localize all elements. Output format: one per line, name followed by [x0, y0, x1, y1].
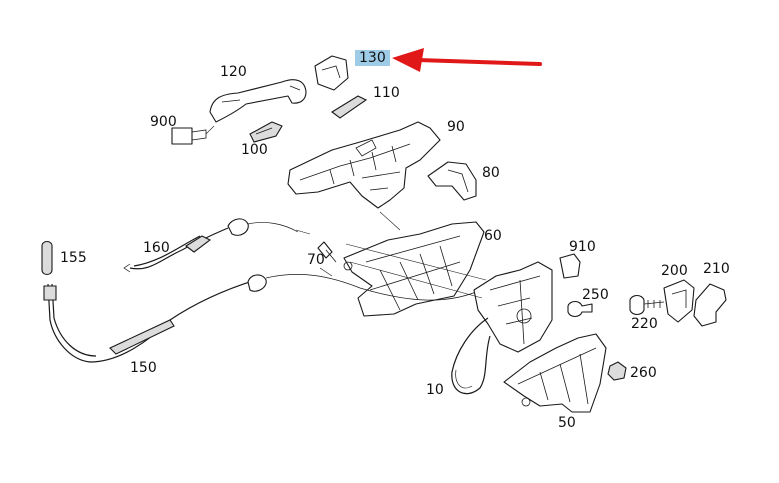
part-155-plug[interactable]: [41, 240, 53, 276]
part-60-inner-carrier[interactable]: [343, 221, 485, 317]
callout-50-label: 50: [558, 415, 576, 431]
part-160-cable[interactable]: [123, 218, 299, 273]
callout-60-label: 60: [484, 228, 502, 244]
callout-70-label: 70: [307, 252, 325, 268]
callout-150-label: 150: [130, 360, 157, 376]
callout-910-label: 910: [569, 239, 596, 255]
part-150-cable[interactable]: [43, 274, 477, 363]
part-120-door-handle[interactable]: [209, 79, 307, 123]
callout-260-label: 260: [630, 365, 657, 381]
part-70-bolt[interactable]: [295, 229, 337, 277]
part-220-screw[interactable]: [629, 294, 665, 316]
callout-110-label: 110: [373, 85, 400, 101]
leader-lines: [345, 211, 487, 299]
callout-200-label: 200: [661, 263, 688, 279]
part-10-lock[interactable]: [451, 261, 553, 395]
part-90-carrier[interactable]: [287, 121, 441, 209]
callout-160-label: 160: [143, 240, 170, 256]
callout-210-label: 210: [703, 261, 730, 277]
part-250-bolt[interactable]: [567, 300, 593, 318]
part-130-cap[interactable]: [314, 55, 349, 91]
part-900-grommet[interactable]: [171, 125, 215, 145]
part-80-bracket[interactable]: [427, 161, 477, 201]
part-100-bezel[interactable]: [249, 121, 283, 143]
part-50-bracket[interactable]: [503, 333, 607, 413]
part-110-gasket[interactable]: [331, 95, 368, 119]
callout-10-label: 10: [426, 382, 444, 398]
callout-90-label: 90: [447, 119, 465, 135]
callout-250-label: 250: [582, 287, 609, 303]
callout-130-label: 130: [355, 50, 390, 66]
callout-100-label: 100: [241, 142, 268, 158]
part-210-plate[interactable]: [693, 283, 727, 327]
callout-220-label: 220: [631, 316, 658, 332]
callout-120-label: 120: [220, 64, 247, 80]
callout-arrow: [392, 48, 542, 72]
part-910-clip[interactable]: [559, 253, 581, 279]
callout-900-label: 900: [150, 114, 177, 130]
callout-80-label: 80: [482, 165, 500, 181]
part-200-striker[interactable]: [663, 279, 695, 323]
part-260-nut[interactable]: [607, 361, 627, 381]
callout-155-label: 155: [60, 250, 87, 266]
